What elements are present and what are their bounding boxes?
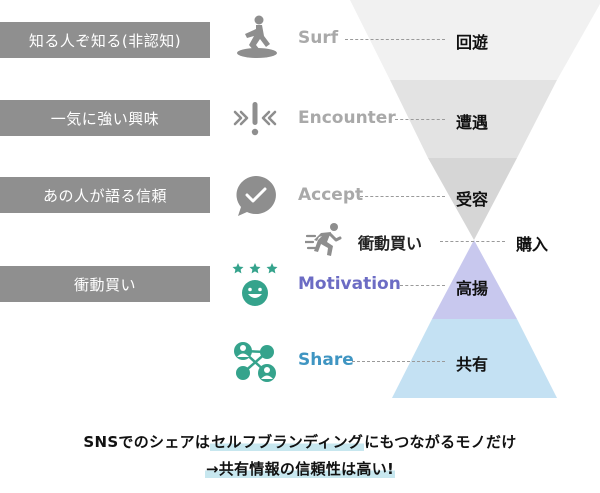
surfer-icon: [237, 15, 277, 58]
stage-accept: Accept: [298, 185, 364, 205]
result-accept: 受容: [456, 190, 489, 209]
caption-line-1-post: にもつながるモノだけ: [364, 433, 517, 451]
checkmark-speech-bubble-icon: [236, 176, 276, 216]
stage-share: Share: [298, 350, 354, 370]
pyramid-band-share: [392, 319, 557, 398]
connector-surf: [345, 39, 445, 40]
stage-motivation: Motivation: [298, 274, 401, 294]
left-label-unknown: 知る人ぞ知る(非認知): [0, 22, 210, 58]
connector-impulse: [440, 241, 505, 242]
share-network-icon: [234, 342, 276, 382]
left-label-trust: あの人が語る信頼: [0, 177, 210, 213]
caption-line-1-pre: SNSでのシェアは: [83, 433, 211, 451]
connector-motivation: [400, 285, 445, 286]
stage-surf: Surf: [298, 28, 339, 48]
left-label-impulse: 衝動買い: [0, 266, 210, 302]
connector-share: [352, 361, 445, 362]
stage-impulse: 衝動買い: [358, 234, 423, 253]
funnel-band-accept: [428, 158, 517, 240]
caption-line-1: SNSでのシェアはセルフブランディングにもつながるモノだけ: [0, 431, 600, 452]
result-motivation: 高揚: [456, 279, 489, 298]
caption-line-2: →共有情報の信頼性は高い!: [0, 458, 600, 479]
funnel-band-encounter: [390, 80, 557, 158]
result-share: 共有: [456, 355, 489, 374]
pyramid-band-motivation: [432, 240, 517, 319]
exclamation-chevrons-icon: [233, 102, 277, 136]
caption-line-1-highlight: セルフブランディング: [210, 433, 365, 451]
stage-encounter: Encounter: [298, 108, 396, 128]
connector-encounter: [395, 119, 445, 120]
result-surf: 回遊: [456, 33, 489, 52]
result-purchase: 購入: [516, 235, 549, 254]
left-label-strong-interest: 一気に強い興味: [0, 100, 210, 136]
caption-line-2-highlight: →共有情報の信頼性は高い!: [204, 460, 396, 478]
connector-accept: [360, 196, 445, 197]
funnel-band-surf: [350, 0, 600, 80]
smiley-with-stars-icon: [232, 263, 278, 306]
running-person-icon: [305, 223, 342, 256]
result-encounter: 遭遇: [456, 113, 489, 132]
